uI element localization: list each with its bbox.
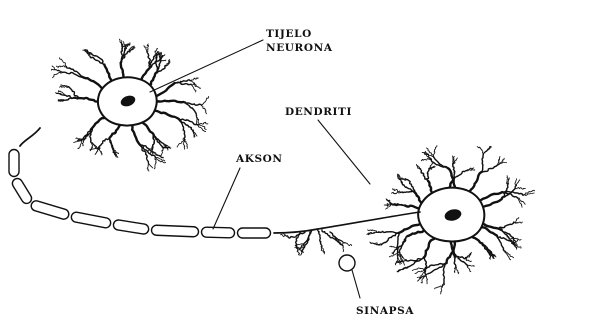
dendrite-branch [455,170,467,177]
dendrite-branch [477,147,483,155]
dendrite-branch [482,154,484,172]
dendrite-branch [147,161,149,171]
myelin-segment [201,227,234,238]
dendrite-branch [443,263,446,283]
dendrite-branch [99,138,110,148]
axon-hillock [20,128,40,146]
dendrite-branch [456,267,459,274]
leader-lines [150,40,370,298]
synapse-circle [339,255,355,271]
dendrite-branch [174,80,190,83]
dendrite-branch [397,233,399,254]
dendrite-branch [427,169,429,181]
axon-terminal-branch [343,242,352,246]
right-neuron [367,146,535,294]
connecting-fiber [318,212,420,229]
dendrites-label: DENDRITI [285,106,352,118]
dendrite-branch [381,233,398,245]
dendrite-branch [453,164,455,178]
synapse-leader-line [352,270,360,298]
myelin-segment [238,228,271,238]
dendrite-branch [201,105,206,114]
dendrite-branch [147,44,148,53]
dendrite-branch [379,231,399,233]
dendrite-branch [408,257,424,266]
dendrite-branch [190,78,198,81]
dendrite-branch [148,53,151,67]
dendrite-branch [56,66,66,68]
dendrite-branch [465,258,471,262]
dendrite-branch [202,96,209,105]
cell-body-label: TIJELO [266,28,312,40]
dendrite-branch [515,188,525,190]
dendrite-branch [154,157,156,169]
dendrite-branch [110,138,114,150]
dendrite-branch [391,192,400,194]
dendrite-branch [161,147,163,155]
myelin-segment [151,225,198,237]
dendrites-leader-line [318,120,370,184]
myelin-segment [11,177,34,206]
myelin-sheath [9,150,271,239]
left-neuron [51,39,208,171]
dendrite-branch [99,148,102,155]
dendrite-branch [395,254,398,265]
dendrite-branch [368,230,379,232]
axon-label: AKSON [235,153,283,165]
myelin-segment [113,219,150,234]
dendrite-branch [426,274,428,284]
axon-terminal-branch [318,229,321,245]
dendrite-branch [454,267,455,273]
dendrite-branch [433,146,437,157]
dendrite-branch [499,223,513,229]
myelin-segment [30,200,70,221]
dendrite-branch [60,58,67,67]
dendrite-branch [66,67,81,77]
synapse-label: SINAPSA [356,305,414,317]
dendrite-branch [421,274,426,283]
dendrite-branch [505,251,513,257]
axon-leader-line [213,168,240,229]
axon-terminal-branch [343,242,344,252]
myelin-segment [9,150,19,177]
dendrite-branch [53,72,63,77]
dendrite-branch [398,236,408,248]
dendrite-branch [400,191,414,193]
myelin-segment [71,211,112,228]
cell-body-label-line2: NEURONA [266,42,333,54]
dendrite-branch [183,102,202,105]
dendrite-branch [482,165,498,172]
dendrite-branch [393,189,401,193]
